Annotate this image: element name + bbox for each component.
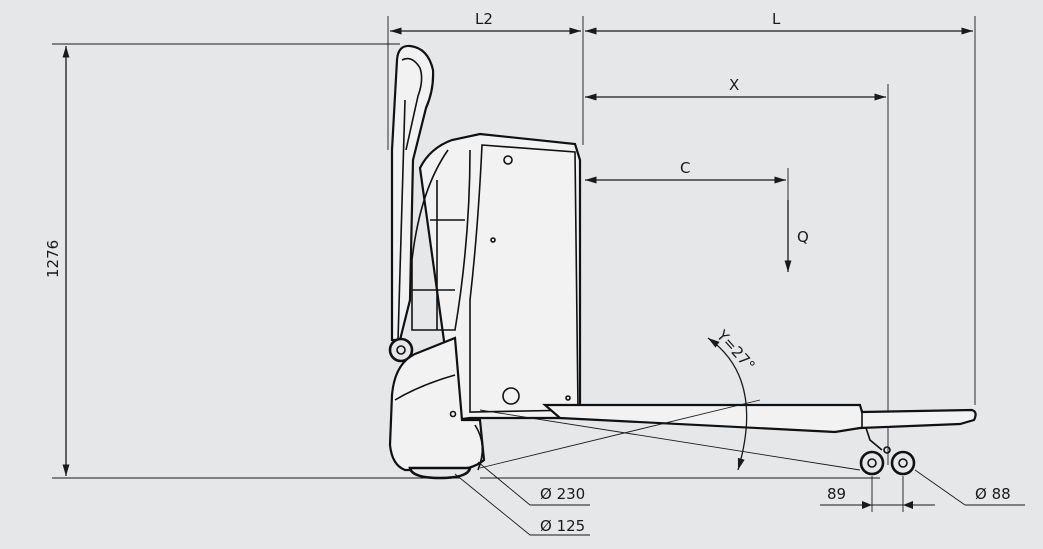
load-wheel-front [859,450,885,476]
dimension-height: 1276 [44,43,460,479]
load-wheel-linkage [865,427,883,451]
dimension-l2: L2 [387,10,584,150]
callout-support-wheel: Ø 125 [454,473,590,536]
callout-drive-wheel: Ø 230 [477,461,590,506]
load-arrow-q: Q [784,200,809,272]
load-wheel-offset-label: 89 [827,485,846,503]
dimension-l-label: L [772,10,781,28]
dimension-x: X [585,76,889,465]
truck-body [388,44,977,480]
dimension-c: C [585,159,789,200]
callout-load-wheel: Ø 88 [914,469,1025,506]
fork [542,403,977,434]
load-wheel-label: Ø 88 [975,485,1011,503]
tiller-pivot [388,337,414,363]
support-wheel-label: Ø 125 [540,517,585,535]
load-q-label: Q [797,228,809,246]
dimension-l: L [585,10,976,405]
dimension-l2-label: L2 [475,10,493,28]
dimension-height-label: 1276 [44,240,62,278]
dimension-x-label: X [729,76,739,94]
dimension-c-label: C [680,159,690,177]
tiller-arm [390,44,435,342]
drive-wheel [408,466,472,480]
load-wheel-rear [890,450,916,476]
drive-wheel-label: Ø 230 [540,485,585,503]
dimension-load-wheel-offset: 89 [820,476,935,512]
